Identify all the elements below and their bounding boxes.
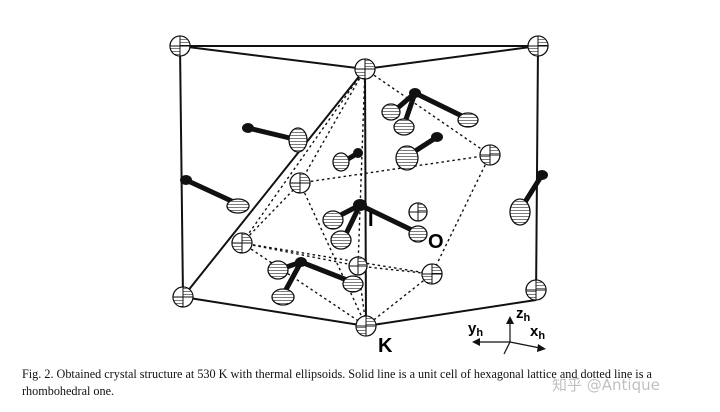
k-atom [355,315,377,337]
caption-line-1: Fig. 2. Obtained crystal structure at 53… [22,367,652,381]
k-atom [354,58,376,80]
z-axis-label: zh [516,305,531,324]
axes-indicator: yh zh xh [468,305,546,355]
oxygen-atoms [226,103,531,306]
k-atom [421,263,443,285]
i-atom [431,132,443,142]
o-atom [267,260,289,280]
o-atom [395,145,419,171]
iodine-atoms [180,88,548,267]
label-oxygen: O [428,231,444,253]
o-atom [330,230,352,250]
k-atom [408,202,428,222]
label-iodine: I [368,209,374,231]
caption-line-2: rhombohedral one. [22,384,115,398]
i-atom [242,123,254,133]
o-atom [457,112,479,128]
i-atom [353,148,363,158]
o-atom [342,275,364,293]
k-atom [169,35,191,57]
o-atom [271,288,295,306]
watermark: 知乎 @Antique [552,376,660,394]
potassium-atoms [169,35,549,337]
k-atom [527,35,549,57]
o-atom [509,198,531,226]
k-atom [348,256,368,276]
i-atom [353,199,367,211]
k-atom [479,144,501,166]
i-atom [536,170,548,180]
o-atom [322,210,344,230]
i-atom [295,257,307,267]
o-atom [393,118,415,136]
x-axis-label: xh [530,323,545,342]
figure-caption: Fig. 2. Obtained crystal structure at 53… [22,366,712,400]
k-atom [289,172,311,194]
k-atom [172,286,194,308]
label-potassium: K [378,335,393,357]
i-atom [180,175,192,185]
k-atom [231,232,253,254]
k-atom [525,279,547,301]
y-axis-label: yh [468,320,483,339]
i-atom [409,88,421,98]
o-atom [288,127,308,153]
o-atom [408,225,428,243]
o-atom [381,103,401,121]
o-atom [226,198,250,214]
o-atom [332,152,350,172]
